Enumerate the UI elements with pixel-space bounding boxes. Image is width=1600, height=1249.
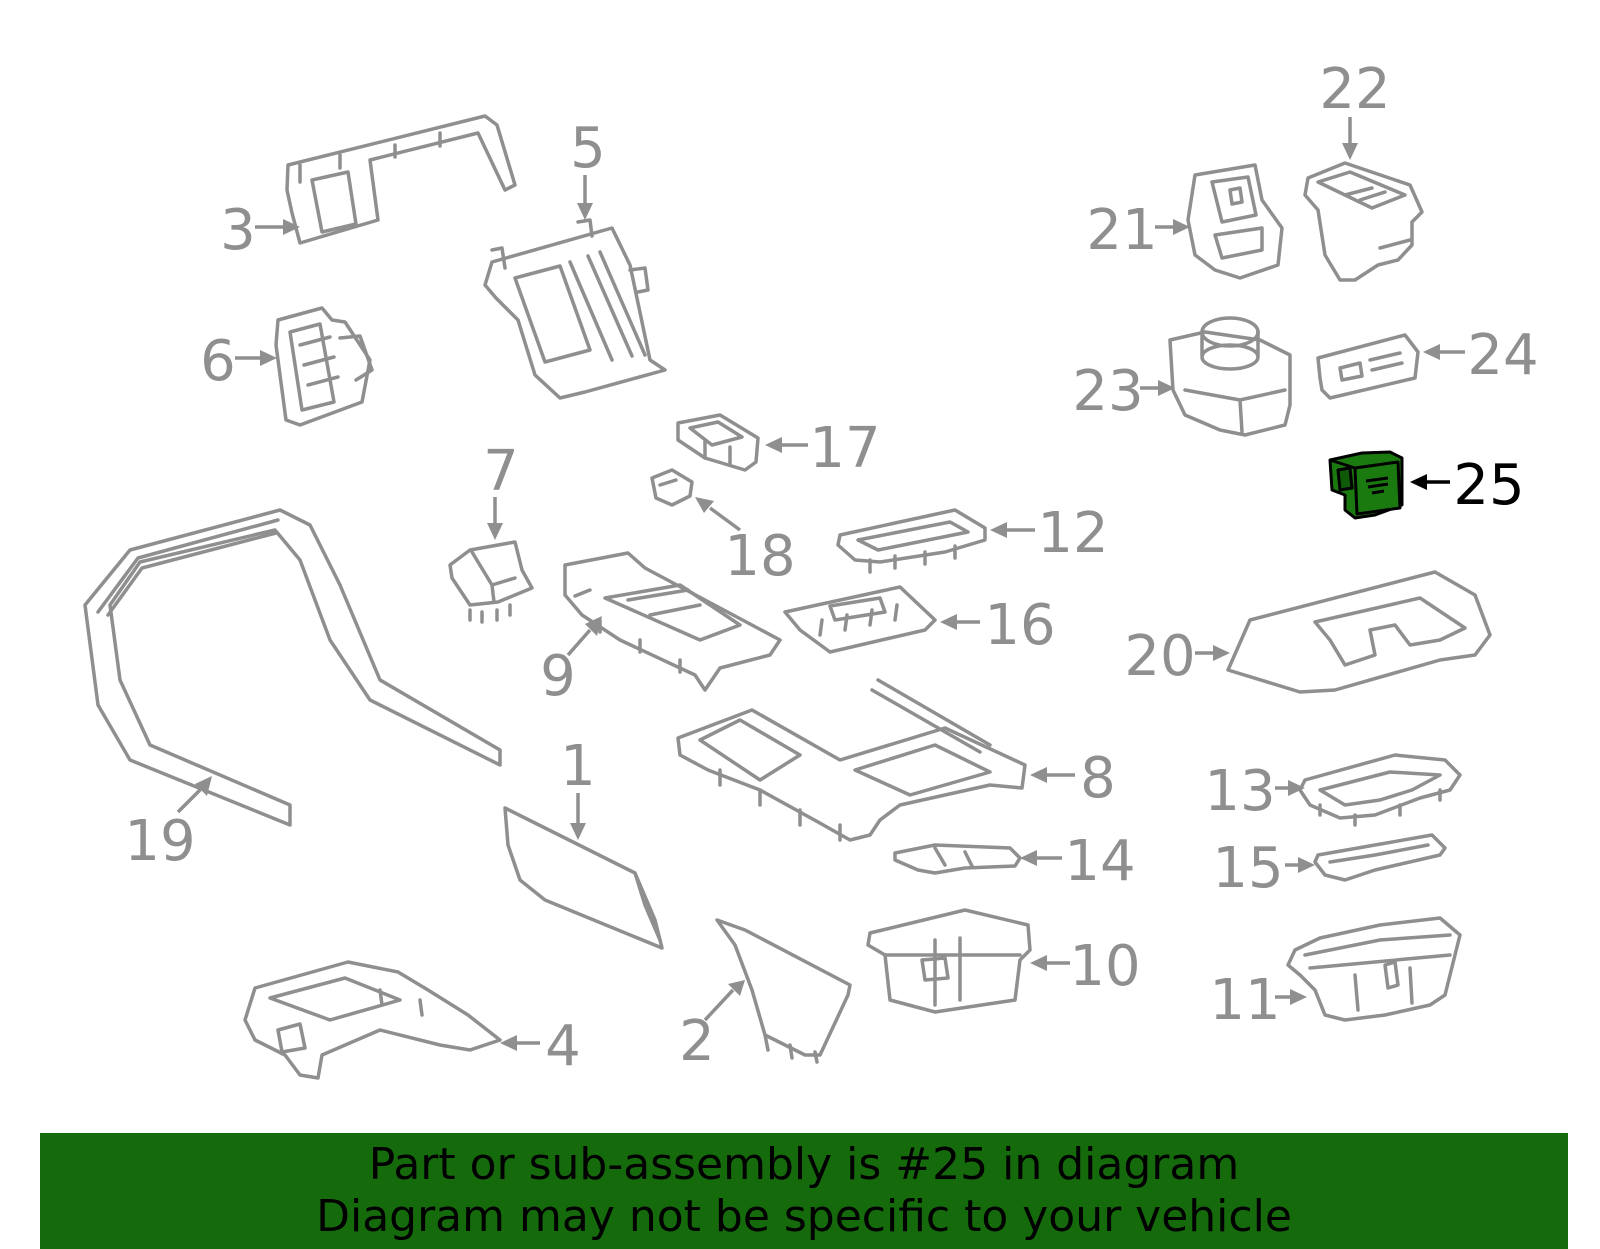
callout-6-label: 6	[200, 329, 236, 394]
part-5-bracket	[483, 218, 667, 400]
callout-17-label: 17	[809, 416, 880, 481]
part-2-side-panel	[715, 918, 852, 1064]
callout-5-label: 5	[570, 116, 606, 181]
banner-line-2: Diagram may not be specific to your vehi…	[316, 1191, 1292, 1242]
callout-9: 9	[540, 616, 602, 709]
part-19-trim	[83, 508, 502, 827]
callout-20: 20	[1124, 624, 1230, 689]
callout-8-label: 8	[1080, 746, 1116, 811]
part-12-bezel	[836, 508, 987, 574]
callout-24-label: 24	[1467, 323, 1538, 388]
part-24-switch	[1316, 333, 1420, 400]
part-4-bracket	[243, 960, 502, 1080]
callout-11: 11	[1209, 968, 1307, 1033]
callout-2: 2	[679, 980, 745, 1074]
callout-19: 19	[124, 776, 212, 874]
part-21-shifter	[1186, 163, 1284, 280]
callout-25-label: 25	[1453, 453, 1524, 518]
callout-3: 3	[220, 198, 300, 263]
callout-14-label: 14	[1064, 829, 1135, 894]
callout-8: 8	[1030, 746, 1116, 811]
part-20-lid	[1226, 570, 1492, 694]
callout-21-label: 21	[1086, 198, 1157, 263]
callout-21: 21	[1086, 198, 1190, 263]
callout-6: 6	[200, 329, 277, 394]
callout-18: 18	[695, 497, 796, 589]
callout-7-label: 7	[483, 439, 519, 504]
part-23-controller	[1168, 316, 1292, 437]
callout-15-label: 15	[1212, 836, 1283, 901]
callout-10: 10	[1030, 934, 1141, 999]
callout-1: 1	[560, 734, 596, 840]
callout-5: 5	[570, 116, 606, 220]
part-18-clip	[650, 468, 694, 507]
callout-23-label: 23	[1072, 359, 1143, 424]
part-16-grille	[783, 585, 937, 654]
callout-25: 25	[1410, 453, 1525, 518]
callout-12-label: 12	[1037, 501, 1108, 566]
callout-16: 16	[940, 593, 1056, 658]
callout-7: 7	[483, 439, 519, 540]
callout-22: 22	[1319, 57, 1391, 160]
part-3-bracket	[285, 114, 517, 245]
callout-17: 17	[765, 416, 881, 481]
callout-13-label: 13	[1204, 759, 1275, 824]
callout-4: 4	[500, 1014, 581, 1079]
part-22-housing	[1303, 161, 1424, 282]
part-10-bin	[866, 908, 1032, 1014]
callout-18-label: 18	[724, 524, 795, 589]
callout-9-label: 9	[540, 644, 576, 709]
part-9-panel	[563, 551, 782, 692]
callout-22-label: 22	[1319, 57, 1390, 122]
part-11-bin	[1286, 916, 1462, 1022]
callout-10-label: 10	[1069, 934, 1140, 999]
callout-14: 14	[1020, 829, 1136, 894]
callout-15: 15	[1212, 836, 1315, 901]
callout-23: 23	[1072, 359, 1175, 424]
callout-16-label: 16	[984, 593, 1055, 658]
callout-13: 13	[1204, 759, 1305, 824]
callout-1-label: 1	[560, 734, 596, 799]
part-17-tray	[676, 413, 760, 472]
part-7-boot	[448, 540, 534, 624]
part-13-bezel	[1298, 753, 1462, 827]
callout-2-label: 2	[679, 1009, 715, 1074]
callout-19-label: 19	[124, 809, 195, 874]
banner-line-1: Part or sub-assembly is #25 in diagram	[368, 1139, 1240, 1190]
callout-4-label: 4	[545, 1014, 581, 1079]
info-banner: Part or sub-assembly is #25 in diagram D…	[40, 1133, 1568, 1249]
callout-11-label: 11	[1209, 968, 1280, 1033]
callout-20-label: 20	[1124, 624, 1195, 689]
part-1-lid	[503, 806, 664, 950]
callout-3-label: 3	[220, 198, 256, 263]
part-8-console-base	[676, 678, 1027, 842]
part-6-module	[274, 306, 374, 427]
part-15-mat	[1313, 833, 1447, 882]
part-25-switch-highlighted	[1328, 450, 1404, 520]
part-14-seal	[893, 843, 1022, 875]
callout-12: 12	[990, 501, 1109, 566]
callout-24: 24	[1423, 323, 1539, 388]
